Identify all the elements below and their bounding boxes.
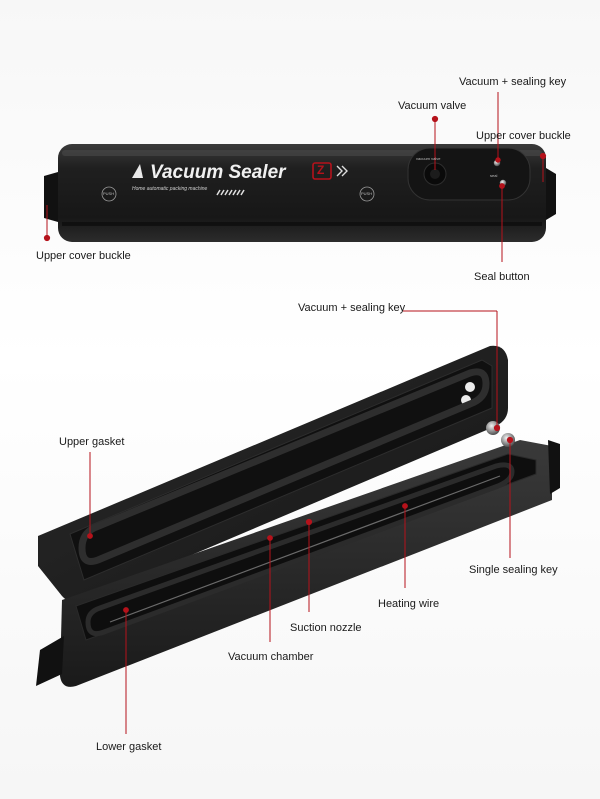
label-upper-gasket: Upper gasket xyxy=(59,436,125,448)
push-mark-left xyxy=(101,186,117,202)
sealer-open-view xyxy=(36,345,560,687)
label-vacuum-sealing-key-bottom: Vacuum + sealing key xyxy=(298,302,406,314)
sealer-closed-view xyxy=(44,144,556,242)
right-buckle xyxy=(546,168,556,220)
upper-gasket xyxy=(78,368,490,565)
label-heating-wire: Heating wire xyxy=(378,598,440,610)
push-right-text: PUSH xyxy=(361,191,373,196)
left-buckle xyxy=(44,172,58,222)
brand-badge: Z xyxy=(317,163,325,177)
label-single-sealing-key: Single sealing key xyxy=(469,564,558,576)
label-upper-cover-buckle-right: Upper cover buckle xyxy=(476,130,571,142)
panel-vacuum-text: vacuum valve xyxy=(416,156,441,161)
label-vacuum-chamber: Vacuum chamber xyxy=(228,651,314,663)
top-leader-lines xyxy=(43,92,547,262)
label-vacuum-valve: Vacuum valve xyxy=(398,100,467,112)
panel-seal-text: seal xyxy=(490,173,498,178)
label-lower-gasket: Lower gasket xyxy=(96,741,162,753)
label-upper-cover-buckle-left: Upper cover buckle xyxy=(36,250,131,262)
push-mark-right xyxy=(359,186,375,202)
label-seal-button: Seal button xyxy=(474,271,530,283)
label-vacuum-sealing-key-top: Vacuum + sealing key xyxy=(459,76,567,88)
push-left-text: PUSH xyxy=(103,191,115,196)
lid-hole-top xyxy=(465,382,475,392)
label-suction-nozzle: Suction nozzle xyxy=(290,622,362,634)
heating-wire xyxy=(109,475,501,623)
brand-subtitle: Home automatic packing machine xyxy=(132,186,208,192)
brand-text: Vacuum Sealer xyxy=(150,162,286,183)
bottom-leader-lines xyxy=(87,310,514,734)
